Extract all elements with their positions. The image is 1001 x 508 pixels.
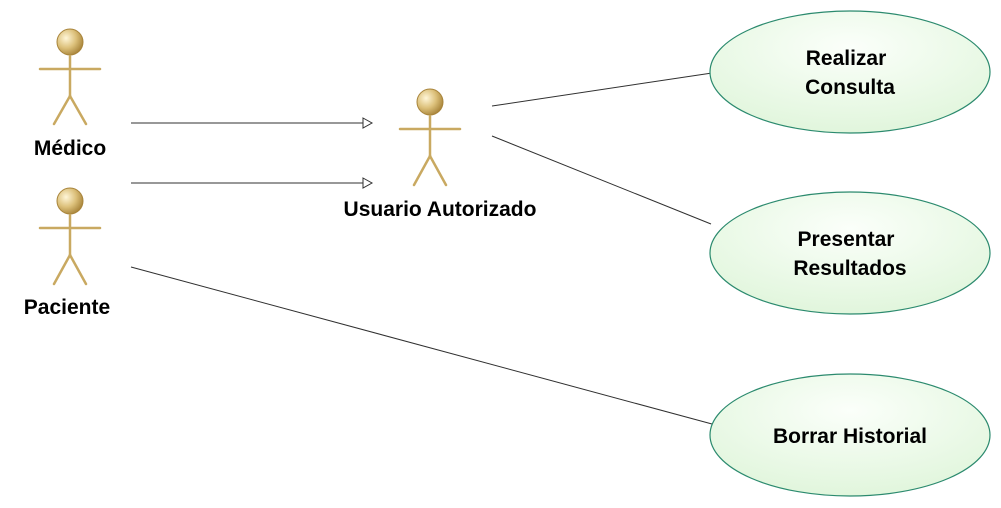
actor-usuario-autorizado[interactable]: Usuario Autorizado xyxy=(344,88,537,221)
actor-medico-icon xyxy=(38,28,102,126)
actor-paciente[interactable]: Paciente xyxy=(24,187,110,319)
use-case-borrar-label: Borrar Historial xyxy=(773,425,927,448)
use-case-presentar-resultados[interactable]: Presentar Resultados xyxy=(709,191,991,315)
generalization-arrowhead-paciente xyxy=(362,177,374,189)
actor-paciente-icon xyxy=(38,187,102,286)
use-case-realizar-consulta[interactable]: Realizar Consulta xyxy=(709,10,991,134)
association-paciente-borrar xyxy=(130,266,713,425)
use-case-presentar-line1: Presentar xyxy=(798,228,895,251)
association-usuario-presentar xyxy=(491,135,712,225)
actor-paciente-label: Paciente xyxy=(24,296,110,319)
connectors xyxy=(130,72,713,425)
generalization-arrowhead-medico xyxy=(362,117,374,129)
use-case-presentar-line2: Resultados xyxy=(793,257,906,280)
actor-medico[interactable]: Médico xyxy=(34,28,106,160)
actor-usuario-label: Usuario Autorizado xyxy=(344,198,537,221)
use-case-realizar-line2: Consulta xyxy=(805,76,895,99)
association-usuario-realizar xyxy=(491,72,713,107)
use-case-realizar-line1: Realizar xyxy=(806,47,887,70)
use-case-borrar-historial[interactable]: Borrar Historial xyxy=(709,373,991,497)
actor-medico-label: Médico xyxy=(34,137,106,160)
actor-usuario-icon xyxy=(398,88,462,187)
